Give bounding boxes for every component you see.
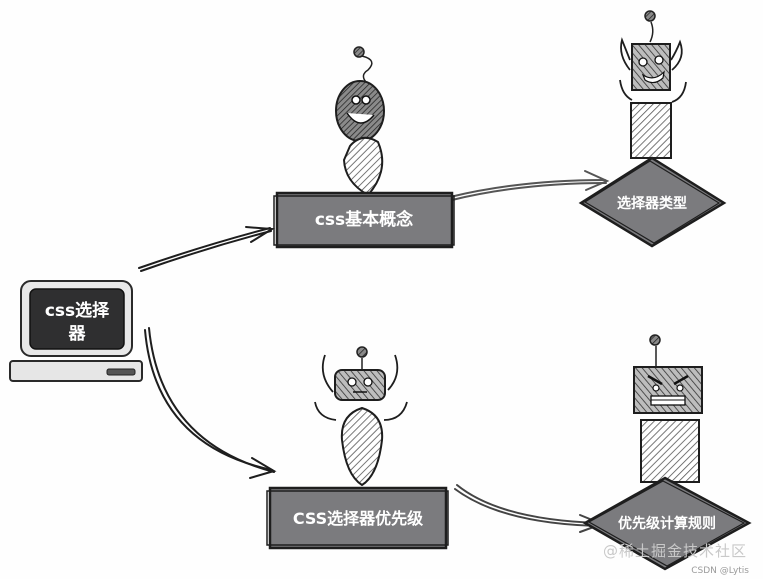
node-css-priority: CSS选择器优先级 <box>266 486 449 550</box>
robot-waving <box>314 346 408 487</box>
node-css-concept: css基本概念 <box>273 191 455 249</box>
concept-label: css基本概念 <box>315 209 413 230</box>
node-selector-types: 选择器类型 <box>578 156 727 248</box>
computer-label-line1: css选择 <box>45 300 110 321</box>
robot-square <box>619 10 687 159</box>
arrow-computer-to-concept <box>138 226 276 272</box>
node-priority-rules: 优先级计算规则 <box>582 476 752 571</box>
watermark-sub: CSDN @Lytis <box>691 566 749 576</box>
arrow-concept-to-types <box>449 170 610 201</box>
priority-label: CSS选择器优先级 <box>293 509 424 528</box>
selector-types-label: 选择器类型 <box>617 195 687 212</box>
arrow-computer-to-priority <box>144 327 277 479</box>
computer-node: css选择 器 <box>9 280 143 382</box>
robot-angry <box>633 334 703 483</box>
computer-label-line2: 器 <box>68 324 87 344</box>
arrow-priority-to-rules <box>454 484 605 533</box>
watermark-main: @稀土掘金技术社区 <box>602 542 747 560</box>
keyboard-base <box>9 360 143 382</box>
robot-round <box>335 46 385 197</box>
priority-rules-label: 优先级计算规则 <box>618 515 716 532</box>
monitor-screen <box>29 288 125 350</box>
keyboard-slot <box>106 368 136 376</box>
